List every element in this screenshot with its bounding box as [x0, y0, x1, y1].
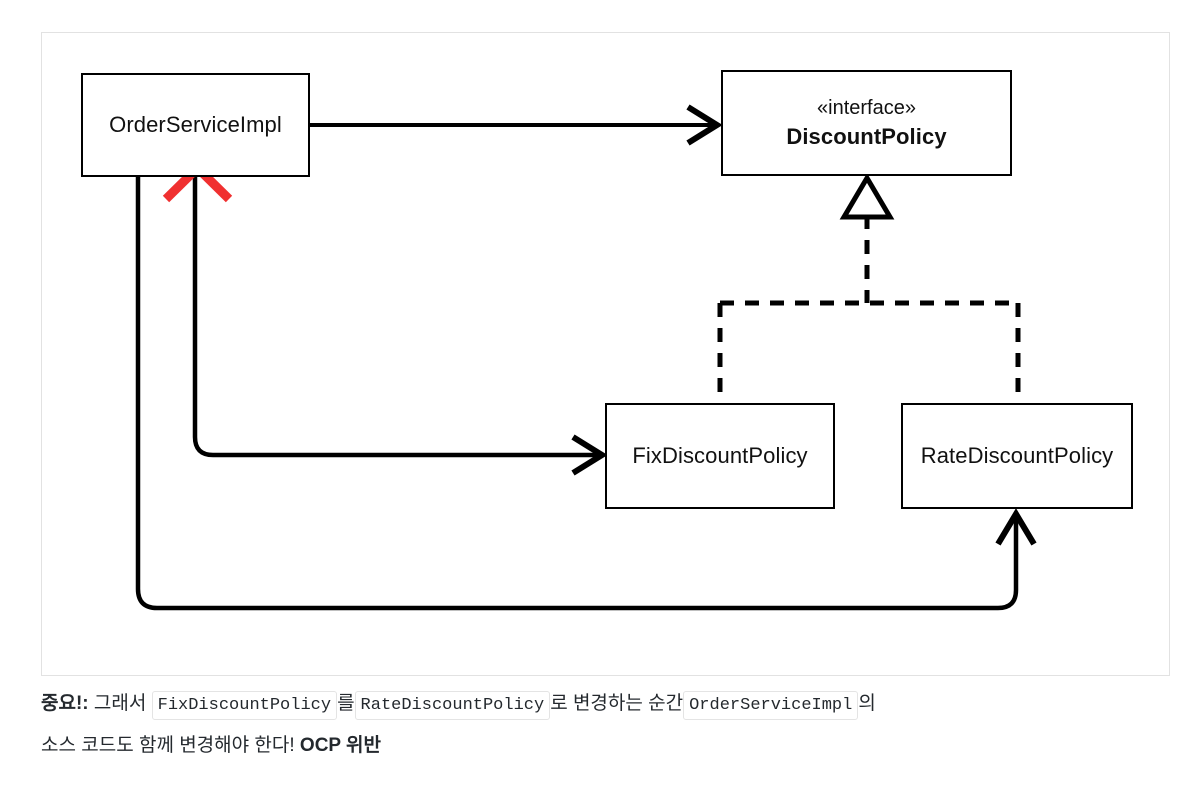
uml-stereotype: «interface» — [817, 96, 916, 119]
caption-text-4: 의 — [858, 693, 876, 714]
caption-text-2: 를 — [337, 693, 355, 714]
caption-text-5: 소스 코드도 함께 변경해야 한다! — [41, 735, 300, 756]
uml-class-orderserviceimpl: OrderServiceImpl — [81, 73, 310, 177]
code-fixdiscountpolicy: FixDiscountPolicy — [151, 691, 338, 720]
uml-class-name: RateDiscountPolicy — [920, 443, 1114, 469]
code-orderserviceimpl: OrderServiceImpl — [683, 691, 859, 720]
uml-class-discountpolicy: «interface» DiscountPolicy — [721, 70, 1012, 176]
uml-class-name: FixDiscountPolicy — [632, 443, 808, 469]
uml-class-ratediscountpolicy: RateDiscountPolicy — [901, 403, 1133, 509]
code-ratediscountpolicy: RateDiscountPolicy — [354, 691, 551, 720]
uml-class-fixdiscountpolicy: FixDiscountPolicy — [605, 403, 835, 509]
uml-class-name: DiscountPolicy — [786, 123, 947, 149]
caption-text-1: 그래서 — [88, 693, 152, 714]
uml-class-name: OrderServiceImpl — [109, 112, 282, 138]
caption-emphasis: OCP 위반 — [299, 735, 381, 756]
caption-prefix: 중요!: — [41, 693, 89, 714]
caption-text-3: 로 변경하는 순간 — [550, 693, 684, 714]
